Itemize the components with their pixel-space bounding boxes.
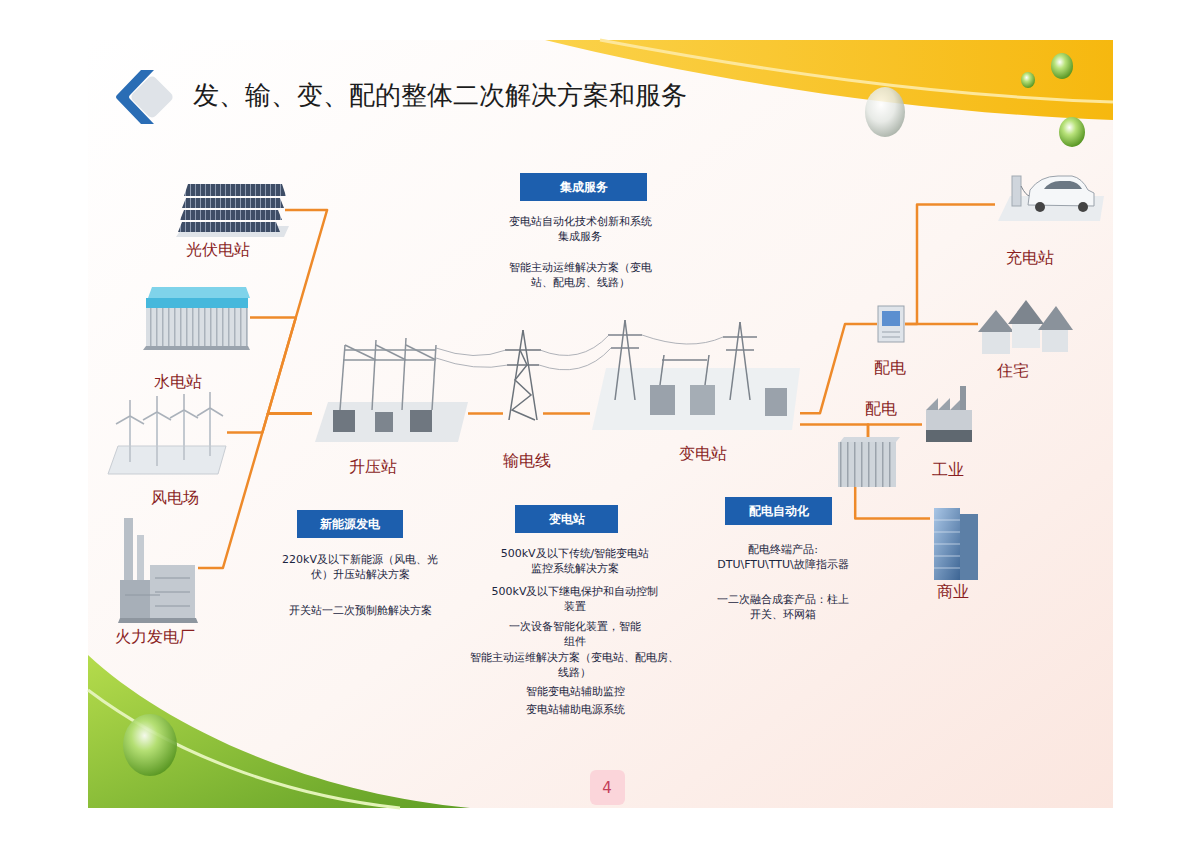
hydro-plant-figure bbox=[143, 287, 250, 350]
power-line bbox=[543, 412, 590, 415]
power-line bbox=[227, 414, 312, 433]
node-caption: 工业 bbox=[932, 461, 964, 479]
body-text: 500kV及以下传统/智能变电站 监控系统解决方案 bbox=[495, 546, 655, 576]
heading-box: 变电站 bbox=[515, 505, 618, 533]
water-drops bbox=[123, 53, 1085, 776]
node-caption: 充电站 bbox=[1006, 249, 1054, 267]
power-line bbox=[868, 424, 922, 437]
node-caption: 商业 bbox=[937, 583, 969, 601]
node-caption: 升压站 bbox=[349, 458, 397, 476]
decor-swoosh bbox=[88, 40, 1113, 808]
charging-station-figure bbox=[998, 176, 1104, 221]
heading-text: 新能源发电 bbox=[320, 516, 380, 532]
illustration-node: 风电场 bbox=[105, 390, 227, 475]
body-text: 智能主动运维解决方案（变电站、配电房、 线路） bbox=[467, 650, 683, 680]
illustration-node: 充电站 bbox=[995, 160, 1105, 222]
factory-figure bbox=[926, 386, 972, 442]
heading-box: 配电自动化 bbox=[725, 497, 832, 525]
node-caption: 住宅 bbox=[997, 362, 1029, 380]
substation-figure bbox=[592, 320, 800, 430]
body-text: 智能变电站辅助监控 bbox=[526, 684, 625, 699]
illustration-node: 住宅 bbox=[978, 298, 1073, 358]
slide-panel bbox=[88, 40, 1113, 808]
illustration-node: 升压站 bbox=[312, 325, 468, 443]
title-icon bbox=[116, 70, 175, 124]
node-caption: 变电站 bbox=[679, 445, 727, 463]
body-text: 500kV及以下继电保护和自动控制 装置 bbox=[482, 584, 669, 614]
houses-figure bbox=[978, 300, 1073, 354]
distribution-box-figure bbox=[838, 437, 900, 487]
transmission-wires bbox=[436, 335, 723, 370]
transmission-tower-figure bbox=[505, 330, 541, 420]
node-caption: 火力发电厂 bbox=[115, 628, 195, 646]
illustration-node: 商业 bbox=[930, 500, 980, 580]
step-up-substation-figure bbox=[315, 338, 468, 442]
slide-title: 发、输、变、配的整体二次解决方案和服务 bbox=[193, 79, 687, 111]
heading-text: 变电站 bbox=[549, 511, 585, 527]
thermal-plant-figure bbox=[118, 518, 198, 623]
illustration-node: 光伏电站 bbox=[175, 183, 285, 237]
power-line bbox=[800, 424, 868, 437]
node-caption: 光伏电站 bbox=[186, 241, 250, 259]
body-text: 220kV及以下新能源（风电、光 伏）升压站解决方案 bbox=[278, 552, 443, 582]
power-line bbox=[905, 323, 978, 326]
body-text: 一次设备智能化装置，智能 组件 bbox=[506, 619, 645, 649]
page-number-badge bbox=[590, 770, 625, 805]
wind-farm-figure bbox=[108, 392, 226, 474]
power-line bbox=[468, 412, 503, 415]
heading-box: 新能源发电 bbox=[297, 510, 403, 538]
body-text: 一二次融合成套产品：柱上 开关、环网箱 bbox=[714, 592, 853, 622]
node-caption: 配电 bbox=[865, 400, 897, 418]
distribution-cabinet-figure bbox=[878, 306, 904, 342]
heading-text: 配电自动化 bbox=[749, 503, 809, 519]
heading-text: 集成服务 bbox=[560, 179, 608, 195]
body-text: 智能主动运维解决方案（变电 站、配电房、线路） bbox=[506, 260, 655, 290]
illustration-node: 配电 bbox=[877, 305, 905, 343]
illustration-node: 输电线 bbox=[503, 330, 543, 422]
illustration-node: 工业 bbox=[922, 385, 975, 445]
heading-box: 集成服务 bbox=[520, 173, 647, 201]
body-text: 变电站辅助电源系统 bbox=[526, 702, 625, 717]
power-line bbox=[855, 487, 930, 518]
node-caption: 风电场 bbox=[151, 489, 199, 507]
body-text: 变电站自动化技术创新和系统 集成服务 bbox=[506, 214, 655, 244]
office-tower-figure bbox=[934, 508, 978, 580]
body-text: 开关站一二次预制舱解决方案 bbox=[289, 603, 432, 618]
node-caption: 配电 bbox=[874, 359, 906, 377]
illustration-node: 变电站 bbox=[590, 318, 800, 430]
node-caption: 水电站 bbox=[154, 373, 202, 391]
node-caption: 输电线 bbox=[503, 452, 551, 470]
power-line bbox=[198, 414, 312, 569]
power-line bbox=[905, 205, 995, 324]
illustration-node: 水电站 bbox=[143, 285, 250, 350]
illustration-node: 火力发电厂 bbox=[118, 513, 198, 623]
solar-plant-figure bbox=[176, 184, 289, 237]
power-line bbox=[250, 318, 312, 414]
body-text: 配电终端产品: DTU\FTU\TTU\故障指示器 bbox=[709, 542, 858, 572]
illustration-node: 配电 bbox=[836, 437, 900, 487]
page-number: 4 bbox=[602, 779, 612, 797]
